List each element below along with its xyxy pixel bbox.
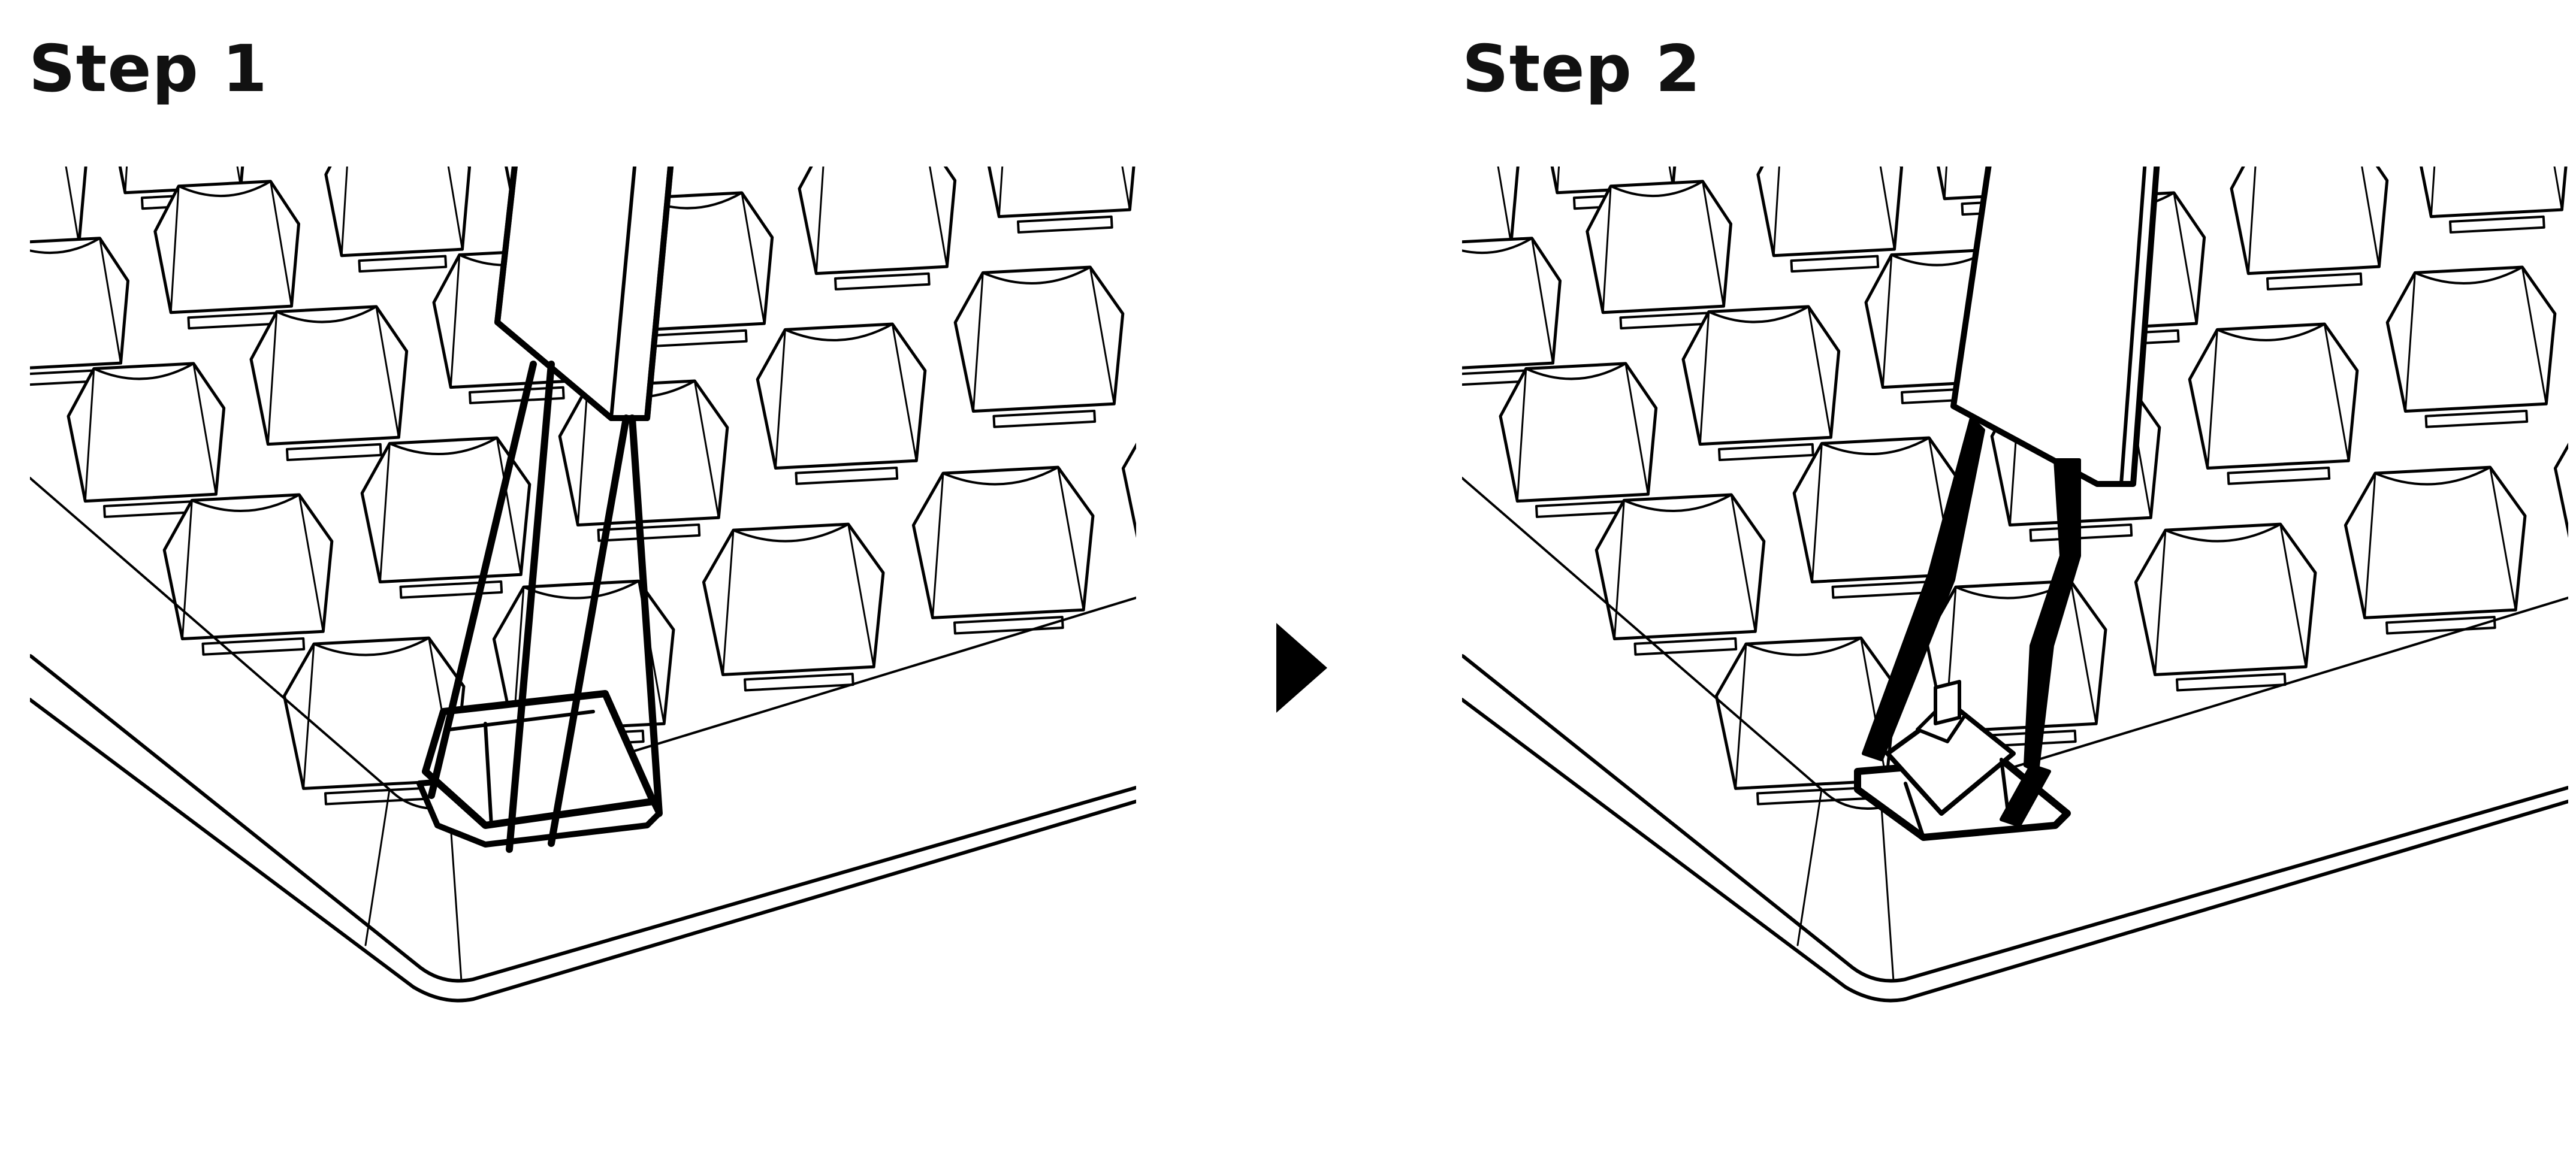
keycap (2385, 265, 2557, 428)
keycap (1121, 408, 1136, 562)
keycap-puller-icon (1862, 167, 2160, 827)
keycap (2412, 167, 2568, 234)
keycap (2188, 322, 2359, 485)
keycap-puller-icon (428, 167, 674, 853)
step-2-illustration (1462, 167, 2568, 1053)
keycap (2553, 408, 2568, 562)
key-switch-icon (1854, 680, 2071, 841)
play-arrow-icon (1276, 623, 1327, 713)
keycap (702, 522, 885, 692)
keycap (2344, 465, 2527, 635)
keycap-being-removed (416, 690, 662, 848)
keycap (1792, 436, 1964, 599)
keycap (1586, 180, 1733, 330)
keycap (558, 379, 729, 542)
keycap (756, 322, 927, 485)
keycap (67, 362, 226, 518)
keycap (162, 493, 334, 656)
keycap (1681, 305, 1841, 461)
keycap (2230, 167, 2389, 290)
keycap (798, 167, 957, 290)
step-2-title: Step 2 (1462, 32, 1701, 107)
keyboard-illustration (1462, 167, 2568, 1003)
keycap (1756, 167, 1904, 273)
keycap (953, 265, 1125, 428)
step-1-title: Step 1 (29, 32, 268, 107)
keyboard-illustration (30, 167, 1136, 1003)
keycap (153, 180, 301, 330)
keycap (1499, 362, 1658, 518)
step-1-illustration (30, 167, 1136, 1053)
keycap (1462, 237, 1562, 387)
keycap (249, 305, 409, 461)
keycap (324, 167, 472, 273)
keycap (282, 636, 466, 806)
keycap (911, 465, 1095, 635)
keycap (1594, 493, 1766, 656)
keycap (30, 237, 130, 387)
keycap (2134, 522, 2317, 692)
keycap (980, 167, 1136, 234)
